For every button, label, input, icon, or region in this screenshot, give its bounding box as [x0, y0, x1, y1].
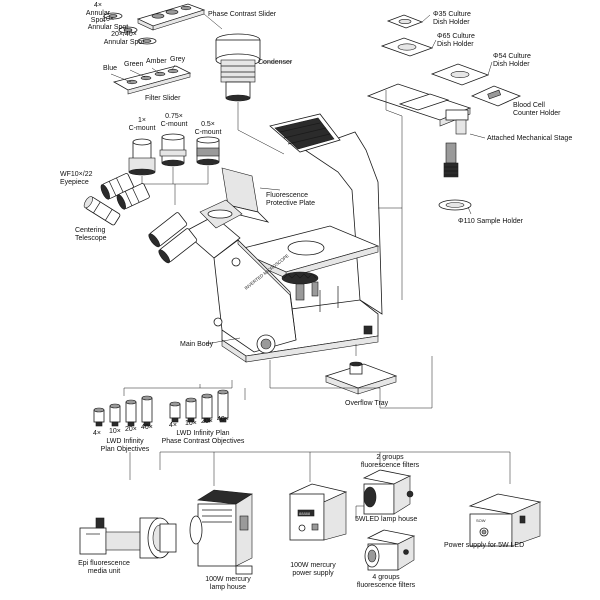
- overflow-tray: [324, 344, 398, 395]
- lwd-phase-contrast-objectives: [169, 389, 229, 423]
- led-power-brand: SOW: [476, 518, 486, 523]
- label-lwd-plan-objectives: LWD Infinity Plan Objectives: [100, 438, 150, 453]
- label-fluorescence-protective-plate: Fluorescence Protective Plate: [266, 192, 316, 207]
- label-condenser: Condenser: [258, 59, 293, 66]
- label-filter-slider: Filter Slider: [145, 95, 181, 102]
- centering-telescope: [83, 196, 121, 226]
- sample-holder: [438, 199, 472, 215]
- led-lamp-house: [362, 469, 414, 515]
- label-lwd-mag-10x: 10×: [109, 428, 121, 435]
- label-dish-holder-54: Φ54 Culture Dish Holder: [493, 53, 531, 68]
- label-phase-mag-20x: 20×: [201, 418, 213, 425]
- label-5wled-lamp-house: 5WLED lamp house: [355, 516, 418, 523]
- label-1x-c-mount: 1× C-mount: [128, 117, 156, 132]
- condenser: [215, 33, 292, 155]
- label-075x-c-mount: 0.75× C-mount: [160, 113, 188, 128]
- lwd-plan-objectives: [93, 395, 153, 427]
- epi-fluorescence-unit: [79, 517, 177, 559]
- fluorescence-filter-turret: [364, 529, 416, 571]
- label-sample-holder: Φ110 Sample Holder: [458, 218, 523, 225]
- label-phase-contrast-slider: Phase Contrast Slider: [208, 11, 277, 18]
- c-mount-adapters: [128, 133, 220, 205]
- label-centering-telescope: Centering Telescope: [75, 227, 107, 242]
- label-filter-blue: Blue: [103, 65, 118, 72]
- filter-slider: [110, 64, 192, 95]
- label-filter-amber: Amber: [146, 58, 167, 65]
- annular-spots: [103, 12, 157, 45]
- mercury-power-supply: 88888: [288, 483, 348, 541]
- label-blood-cell-counter-holder: Blood Cell Counter Holder: [513, 102, 561, 117]
- label-lwd-mag-20x: 20×: [125, 426, 137, 433]
- label-main-body: Main Body: [180, 341, 214, 348]
- label-epi-fluorescence-media-unit: Epi fluorescence media unit: [78, 560, 130, 575]
- attached-mechanical-stage: [366, 83, 486, 300]
- label-dish-holder-65: Φ65 Culture Dish Holder: [437, 33, 475, 48]
- culture-dish-holders: [380, 14, 522, 107]
- label-dish-holder-35: Φ35 Culture Dish Holder: [433, 11, 471, 26]
- mercury-lamp-house: [189, 489, 253, 575]
- label-lwd-mag-4x: 4×: [93, 430, 101, 437]
- label-05x-c-mount: 0.5× C-mount: [194, 121, 222, 136]
- label-2-groups-filters: 2 groups fluorescence filters: [360, 454, 420, 469]
- phase-contrast-slider: [136, 3, 223, 31]
- label-4-groups-filters: 4 groups fluorescence filters: [356, 574, 416, 589]
- eyepieces: [100, 173, 150, 210]
- label-overflow-tray: Overflow Tray: [345, 400, 389, 407]
- fluorescence-protective-plate: [221, 167, 281, 223]
- label-lwd-mag-40x: 40×: [141, 424, 153, 431]
- label-100w-mercury-power-supply: 100W mercury power supply: [290, 562, 336, 577]
- label-phase-mag-40x: 40×: [217, 416, 229, 423]
- label-filter-green: Green: [124, 61, 144, 68]
- label-10x-annular-spot: 10× Annular Spot: [87, 16, 129, 31]
- label-lwd-phase-contrast-objectives: LWD Infinity Plan Phase Contrast Objecti…: [161, 430, 245, 445]
- power-display-text: 88888: [299, 511, 311, 516]
- label-phase-mag-4x: 4×: [169, 422, 177, 429]
- microscope-main-body: INVERTED MICROSCOPE: [148, 113, 383, 363]
- led-power-supply: SOW: [468, 493, 542, 547]
- label-eyepiece: WF10×/22 Eyepiece: [60, 171, 93, 186]
- label-4x-annular-spot: 4× Annular Spot: [85, 2, 111, 24]
- label-attached-mechanical-stage: Attached Mechanical Stage: [487, 135, 573, 142]
- label-20-40x-annular-spot: 20×/40× Annular Spot: [103, 31, 145, 46]
- label-100w-mercury-lamp-house: 100W mercury lamp house: [205, 576, 251, 591]
- label-power-supply-5w-led: Power supply for 5W LED: [444, 542, 525, 549]
- label-phase-mag-10x: 10×: [185, 420, 197, 427]
- label-filter-grey: Grey: [170, 56, 186, 63]
